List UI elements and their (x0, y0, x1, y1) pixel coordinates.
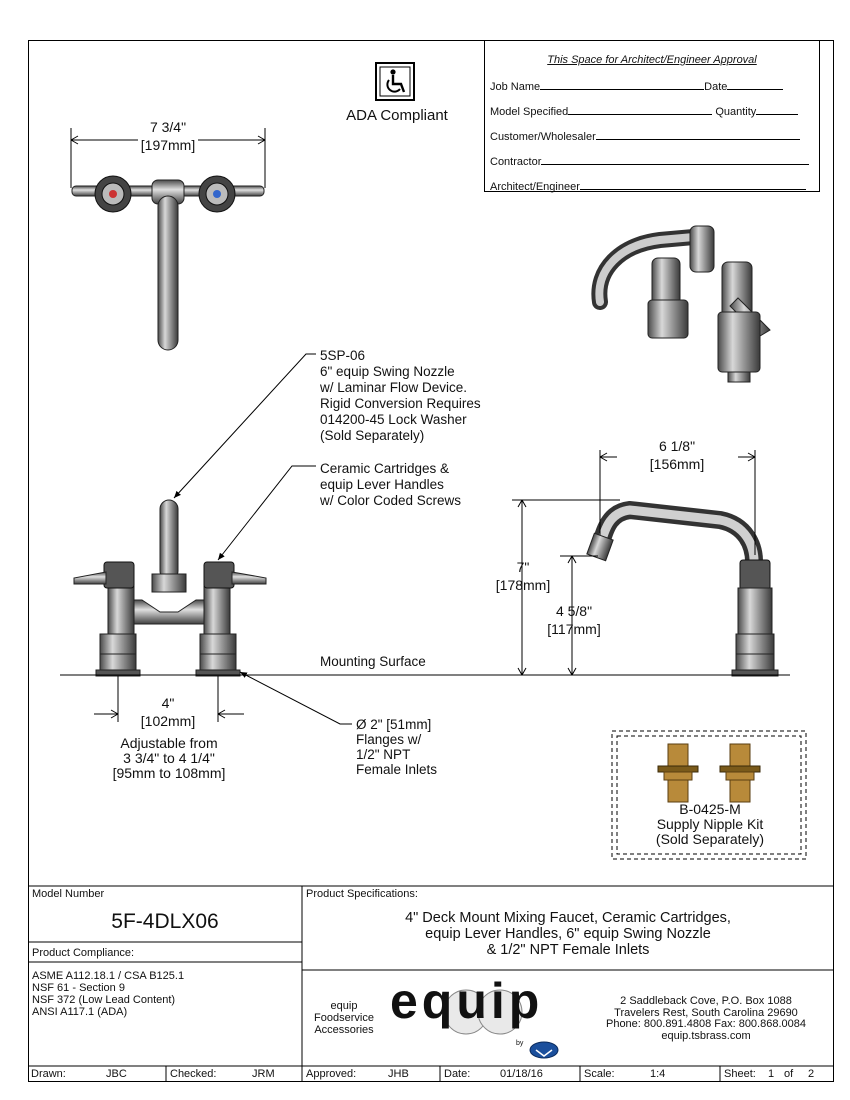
approved-label: Approved: (306, 1068, 357, 1080)
scale-label: Scale: (584, 1068, 615, 1080)
architect-row: Architect/Engineer (490, 179, 815, 193)
brand-subtitle: equip Foodservice Accessories (314, 1000, 374, 1036)
drawn-value: JBC (106, 1068, 127, 1080)
compliance-label: Product Compliance: (32, 947, 135, 959)
tsbrass-logo-icon (528, 1040, 560, 1060)
sheet-of-label: of (784, 1068, 794, 1080)
front-view-faucet (73, 499, 267, 677)
cartridges-callout: Ceramic Cartridges & equip Lever Handles… (320, 461, 462, 508)
height-dimension: 7" [178mm] (495, 559, 551, 593)
spec-text: 4" Deck Mount Mixing Faucet, Ceramic Car… (405, 910, 731, 958)
approval-title: This Space for Architect/Engineer Approv… (547, 54, 757, 66)
date-label: Date: (444, 1068, 471, 1080)
sheet-total: 2 (808, 1068, 815, 1080)
company-address: 2 Saddleback Cove, P.O. Box 1088 Travele… (605, 995, 806, 1042)
side-view-faucet (586, 500, 779, 677)
nipple-kit-drawing (657, 743, 761, 803)
model-number-label: Model Number (32, 888, 105, 900)
approved-value: JHB (388, 1068, 409, 1080)
approval-box: This Space for Architect/Engineer Approv… (484, 40, 820, 193)
isometric-faucet (591, 225, 771, 383)
width-dimension: 7 3/4" [197mm] (140, 119, 196, 153)
spec-label: Product Specifications: (306, 888, 418, 900)
mounting-surface-label: Mounting Surface (320, 654, 426, 669)
adjustable-note: Adjustable from 3 3/4" to 4 1/4" [95mm t… (112, 735, 226, 781)
model-specified-row: Model Specified Quantity (490, 104, 815, 118)
center-dimension: 4" [102mm] (140, 695, 196, 729)
equip-logo: equip (386, 973, 580, 1038)
sheet-value: 1 (768, 1068, 775, 1080)
nozzle-callout: 5SP-06 6" equip Swing Nozzle w/ Laminar … (320, 348, 481, 443)
flanges-callout: Ø 2" [51mm] Flanges w/ 1/2" NPT Female I… (356, 717, 438, 777)
checked-label: Checked: (170, 1068, 217, 1080)
ada-label: ADA Compliant (346, 107, 448, 124)
scale-value: 1:4 (650, 1068, 666, 1080)
wheelchair-icon (374, 62, 418, 102)
checked-value: JRM (252, 1068, 275, 1080)
date-value: 01/18/16 (500, 1068, 543, 1080)
drawing-frame (28, 40, 834, 1082)
contractor-row: Contractor (490, 154, 815, 168)
model-number: 5F-4DLX06 (111, 910, 219, 933)
compliance-list: ASME A112.18.1 / CSA B125.1 NSF 61 - Sec… (32, 970, 185, 1018)
sheet-label: Sheet: (724, 1068, 756, 1080)
customer-row: Customer/Wholesaler (490, 129, 815, 143)
top-view-faucet (71, 175, 265, 351)
drawn-label: Drawn: (31, 1068, 66, 1080)
nipple-kit-label: B-0425-M Supply Nipple Kit (Sold Separat… (655, 801, 765, 847)
nozzle-reach-dimension: 6 1/8" [156mm] (649, 438, 705, 472)
equip-wordmark: equip (390, 973, 544, 1029)
spout-height-dimension: 4 5/8" [117mm] (547, 603, 601, 637)
brand-by: by (516, 1040, 524, 1047)
